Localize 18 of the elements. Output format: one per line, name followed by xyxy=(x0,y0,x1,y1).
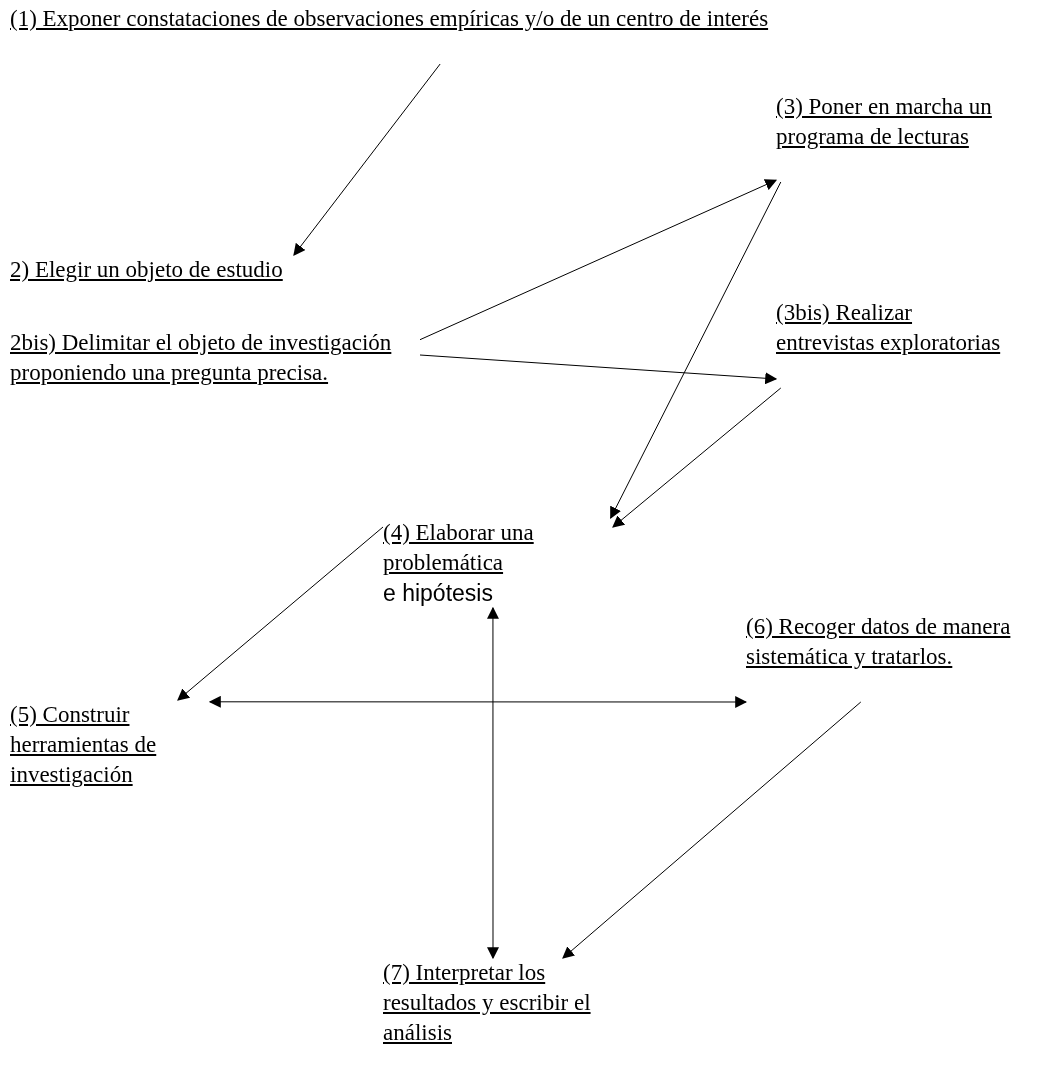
step-label: (5) Construir herramientas de investigación xyxy=(10,701,158,789)
step-label: e hipótesis xyxy=(383,579,494,608)
arrow xyxy=(610,181,782,520)
step-label: (7) Interpretar los resultados y escribir el análisis xyxy=(383,959,592,1047)
step-label: (6) Recoger datos de manera sistemática y tratarlos. xyxy=(746,613,1012,671)
step-label: 2) Elegir un objeto de estudio xyxy=(10,256,284,284)
arrow xyxy=(208,695,748,708)
step-label: (3bis) Realizar entrevistas exploratorias xyxy=(776,299,1002,357)
arrow xyxy=(419,179,778,341)
step-label: (3) Poner en marcha un programa de lecturas xyxy=(776,93,993,151)
arrow xyxy=(419,354,778,385)
arrow xyxy=(177,526,384,701)
step-label: (1) Exponer constataciones de observaciones empíricas y/o de un centro de interés xyxy=(10,5,770,33)
arrow xyxy=(293,63,441,256)
step-label: 2bis) Delimitar el objeto de investigación proponiendo una pregunta precisa. xyxy=(10,329,393,387)
arrow xyxy=(612,387,782,528)
arrow xyxy=(486,606,499,960)
arrow xyxy=(562,701,862,959)
